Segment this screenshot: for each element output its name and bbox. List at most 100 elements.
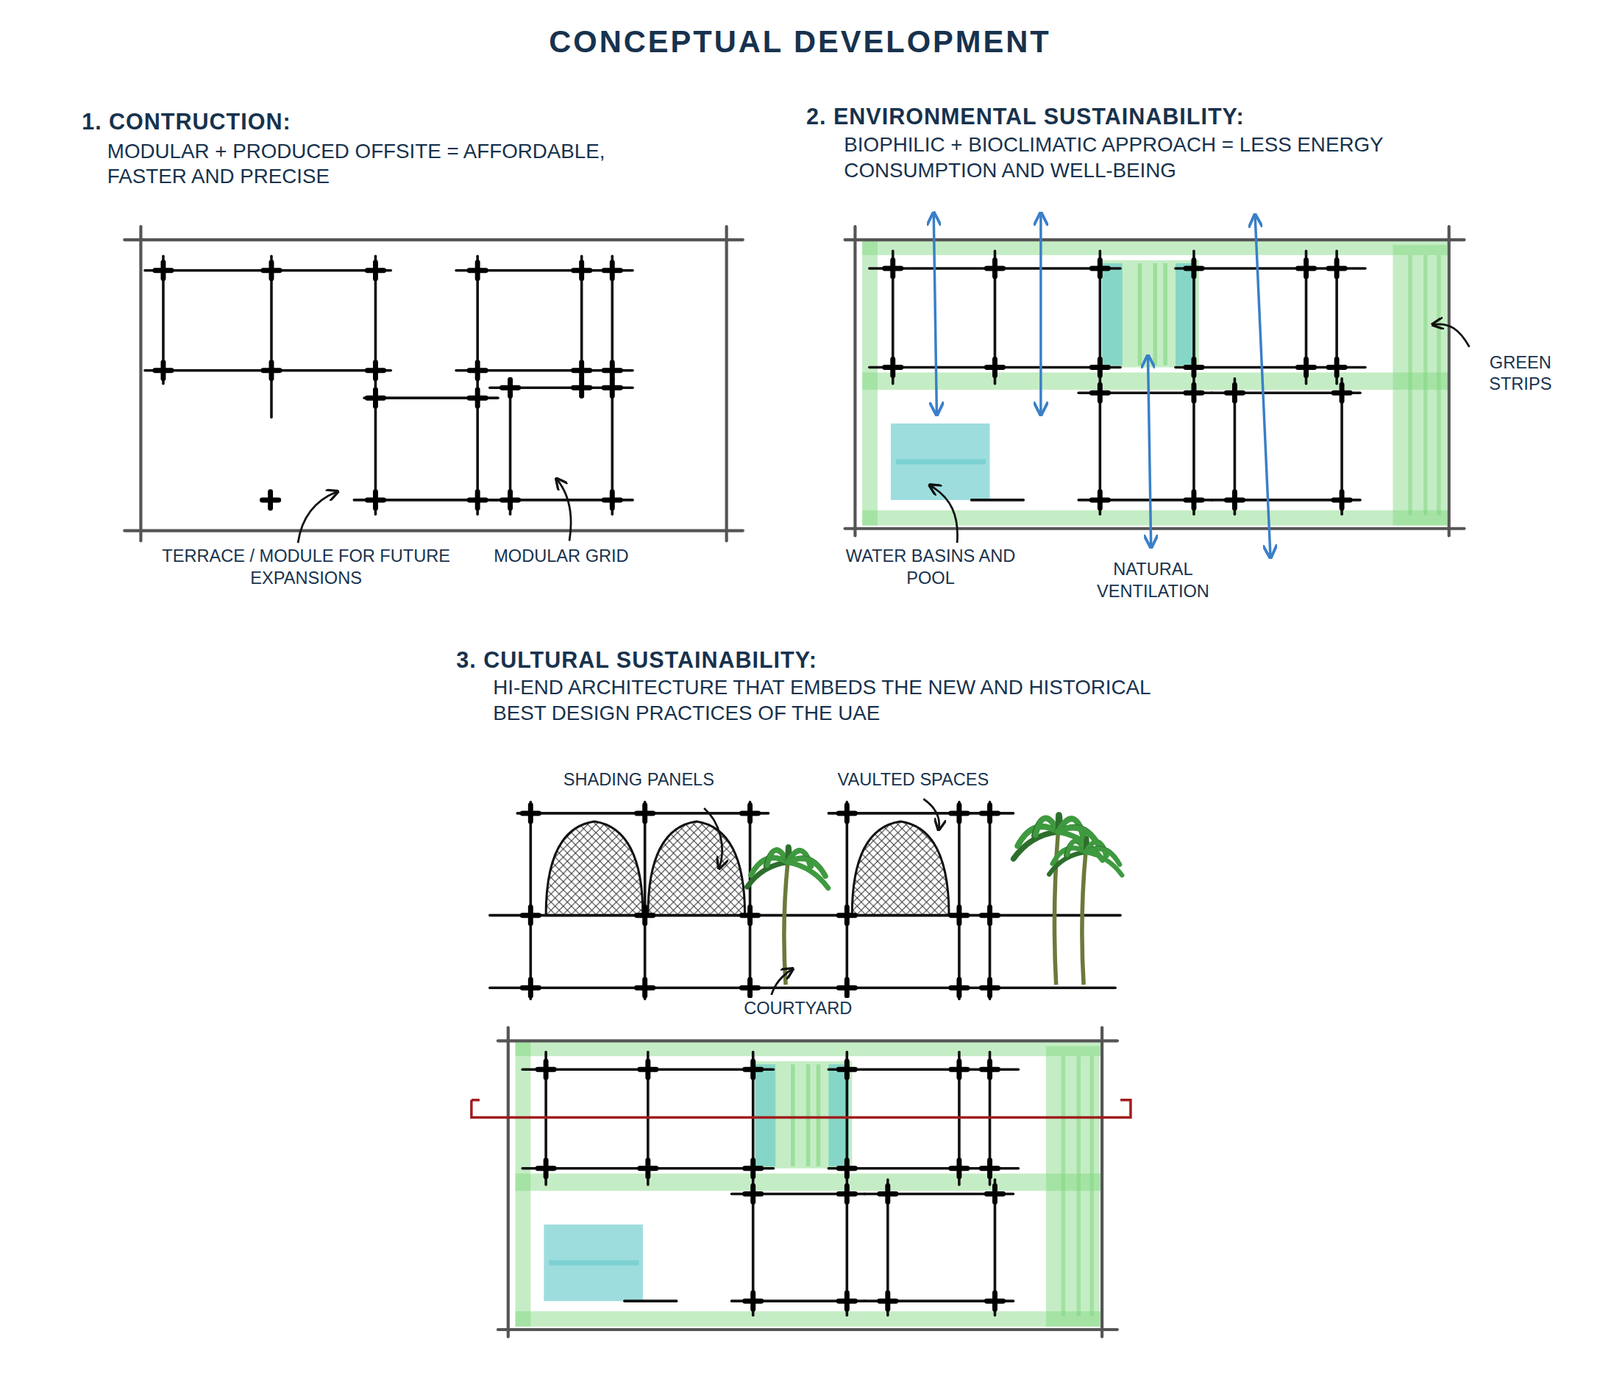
sketch-stroke xyxy=(1067,840,1086,855)
sketch-stroke xyxy=(884,1185,891,1203)
section-heading: 1. CONTRUCTION: xyxy=(79,107,509,136)
sketch-stroke xyxy=(725,226,729,541)
sketch-stroke xyxy=(528,979,534,997)
sketch-stroke xyxy=(471,1099,480,1102)
sketch-stroke xyxy=(509,381,512,515)
sketch-stroke xyxy=(374,256,378,515)
sketch-stroke xyxy=(642,979,648,997)
sketch-stroke xyxy=(528,907,534,924)
sketch-stroke xyxy=(987,805,993,822)
sketch-stroke xyxy=(1100,1027,1104,1337)
sketch-stroke xyxy=(475,256,479,515)
sketch-stroke xyxy=(754,1064,776,1167)
sketch-stroke xyxy=(754,1061,852,1169)
sketch-stroke xyxy=(956,907,962,924)
sketch-stroke xyxy=(992,260,998,277)
sketch-stroke xyxy=(648,821,746,916)
sketch-stroke xyxy=(144,369,391,373)
sketch-stroke xyxy=(471,1100,1131,1119)
sketch-stroke xyxy=(514,1311,1102,1328)
sketch-stroke xyxy=(528,805,534,822)
sketch-stroke xyxy=(624,1299,677,1303)
callout-label: WATER BASINS AND POOL xyxy=(833,545,1028,590)
sketch-stroke xyxy=(988,802,992,1000)
sketch-stroke xyxy=(845,527,1465,531)
sketch-stroke xyxy=(750,1185,756,1203)
sketch-stroke xyxy=(514,1042,1102,1057)
callout-label: SHADING PANELS xyxy=(526,769,752,791)
sketch-stroke xyxy=(1035,818,1059,835)
sketch-stroke xyxy=(642,805,648,822)
sketch-stroke xyxy=(751,1052,755,1317)
sketch-stroke xyxy=(1046,1046,1101,1328)
sketch-stroke xyxy=(896,459,986,465)
sketch-stroke xyxy=(890,358,896,376)
sketch-stroke xyxy=(1339,492,1345,509)
sketch-stroke xyxy=(844,1160,850,1178)
sketch-stroke xyxy=(269,362,275,379)
sketch-stroke xyxy=(956,805,962,822)
sketch-stroke xyxy=(1101,263,1123,366)
sketch-stroke xyxy=(372,262,379,279)
sketch-stroke xyxy=(933,214,937,414)
sketch-stroke xyxy=(1392,244,1447,526)
sketch-stroke xyxy=(1334,358,1340,376)
sketch-stroke xyxy=(956,1061,962,1078)
sketch-stroke xyxy=(372,492,379,509)
sketch-stroke xyxy=(844,1185,850,1203)
sketch-stroke xyxy=(269,256,273,418)
sketch-stroke xyxy=(506,1027,510,1337)
callout-label: COURTYARD xyxy=(716,998,880,1020)
sketch-stroke xyxy=(1192,250,1196,515)
sketch-stroke xyxy=(844,1293,850,1310)
sketch-stroke xyxy=(747,805,753,822)
title: CONCEPTUAL DEVELOPMENT xyxy=(0,22,1600,62)
sketch-stroke xyxy=(1097,260,1103,277)
sketch-stroke xyxy=(297,492,337,543)
sketch-stroke xyxy=(1335,250,1339,384)
sketch-stroke xyxy=(514,1174,1102,1192)
sketch-stroke xyxy=(1099,250,1102,515)
sketch-stroke xyxy=(1340,378,1344,515)
sketch-stroke xyxy=(1065,841,1086,856)
sketch-stroke xyxy=(578,262,585,279)
sketch-stroke xyxy=(992,1185,998,1203)
sketch-stroke xyxy=(498,1039,1118,1043)
sketch-stroke xyxy=(987,979,993,997)
sketch-stroke xyxy=(891,250,895,384)
callout-label: MODULAR GRID xyxy=(489,545,633,568)
sketch-stroke xyxy=(556,479,571,541)
sketch-stroke xyxy=(580,256,584,384)
sketch-stroke xyxy=(771,969,793,996)
sketch-stroke xyxy=(543,1061,549,1078)
sketch-stroke xyxy=(456,269,633,273)
sketch-stroke xyxy=(1339,384,1345,401)
sketch-stroke xyxy=(923,798,939,829)
sketch-stroke xyxy=(1089,1056,1094,1317)
sketch-stroke xyxy=(543,1160,549,1178)
sketch-stroke xyxy=(609,362,615,379)
sketch-stroke xyxy=(750,1293,756,1310)
sketch-stroke xyxy=(1254,216,1271,557)
sketch-stroke xyxy=(1232,384,1238,401)
sketch-stroke xyxy=(498,1328,1118,1332)
sketch-stroke xyxy=(747,979,753,997)
sketch-stroke xyxy=(1163,263,1168,366)
sketch-stroke xyxy=(475,262,481,279)
sketch-stroke xyxy=(862,372,1450,390)
sketch-stroke xyxy=(1097,384,1103,401)
sketch-stroke xyxy=(1232,492,1238,509)
sketch-stroke xyxy=(992,358,998,376)
sketch-stroke xyxy=(767,850,788,866)
sketch-stroke xyxy=(1447,226,1451,536)
sketch-stroke xyxy=(987,1061,993,1078)
sketch-stroke xyxy=(124,238,743,242)
sketch-stroke xyxy=(1190,358,1197,376)
sketch-stroke xyxy=(851,821,949,916)
sketch-stroke xyxy=(545,821,643,916)
section-note: MODULAR + PRODUCED OFFSITE = AFFORDABLE,… xyxy=(105,139,657,190)
callout-label: TERRACE / MODULE FOR FUTURE EXPANSIONS xyxy=(142,545,470,590)
sketch-stroke xyxy=(844,907,850,924)
sketch-stroke xyxy=(643,802,647,1000)
